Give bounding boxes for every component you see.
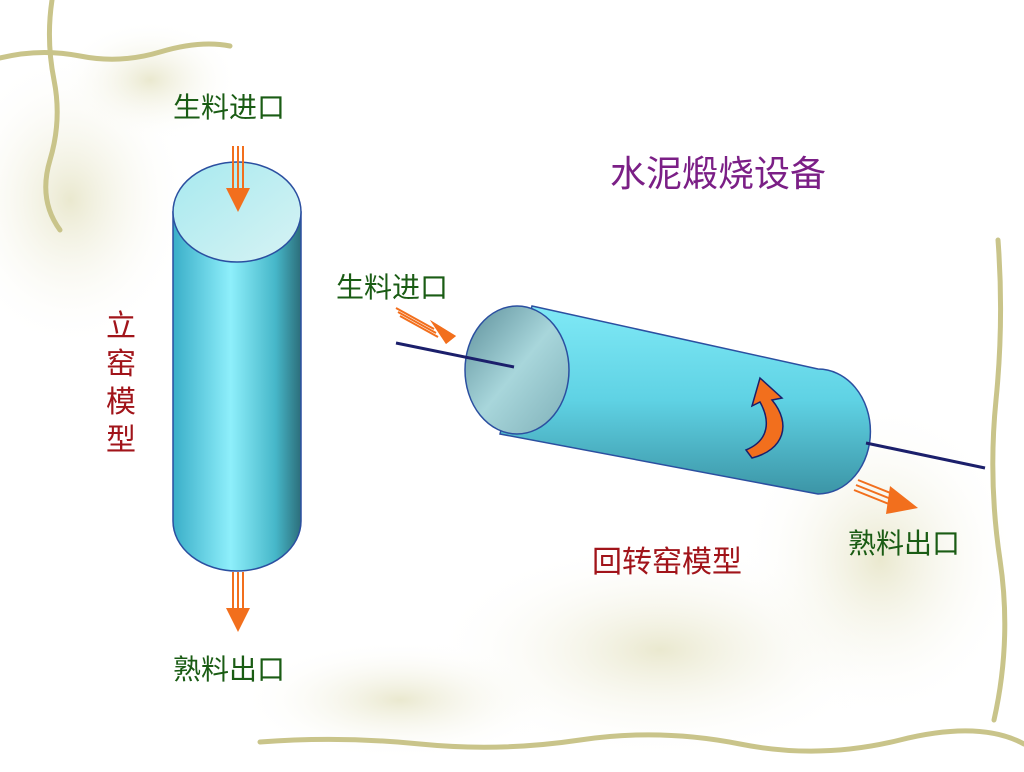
vertical-outlet-arrow [226,572,250,632]
page-title: 水泥煅烧设备 [610,154,827,195]
vertical-inlet-arrow [226,146,250,212]
rotary-kiln-outlet-label: 熟料出口 [848,527,961,560]
rotation-arrow-icon [744,376,784,459]
rotary-kiln-inlet-label: 生料进口 [336,271,449,304]
rotary-kiln-name: 回转窑模型 [592,545,742,580]
rotary-axis [395,341,986,470]
rotary-outlet-arrow [853,479,918,514]
vertical-kiln [172,161,302,572]
rotary-inlet-arrow [395,307,456,344]
rotary-kiln [464,305,872,495]
vertical-kiln-inlet-label: 生料进口 [173,91,286,124]
vertical-kiln-outlet-label: 熟料出口 [173,653,286,686]
vertical-kiln-name: 立窑模型 [106,309,136,458]
vine-border [0,0,1024,754]
